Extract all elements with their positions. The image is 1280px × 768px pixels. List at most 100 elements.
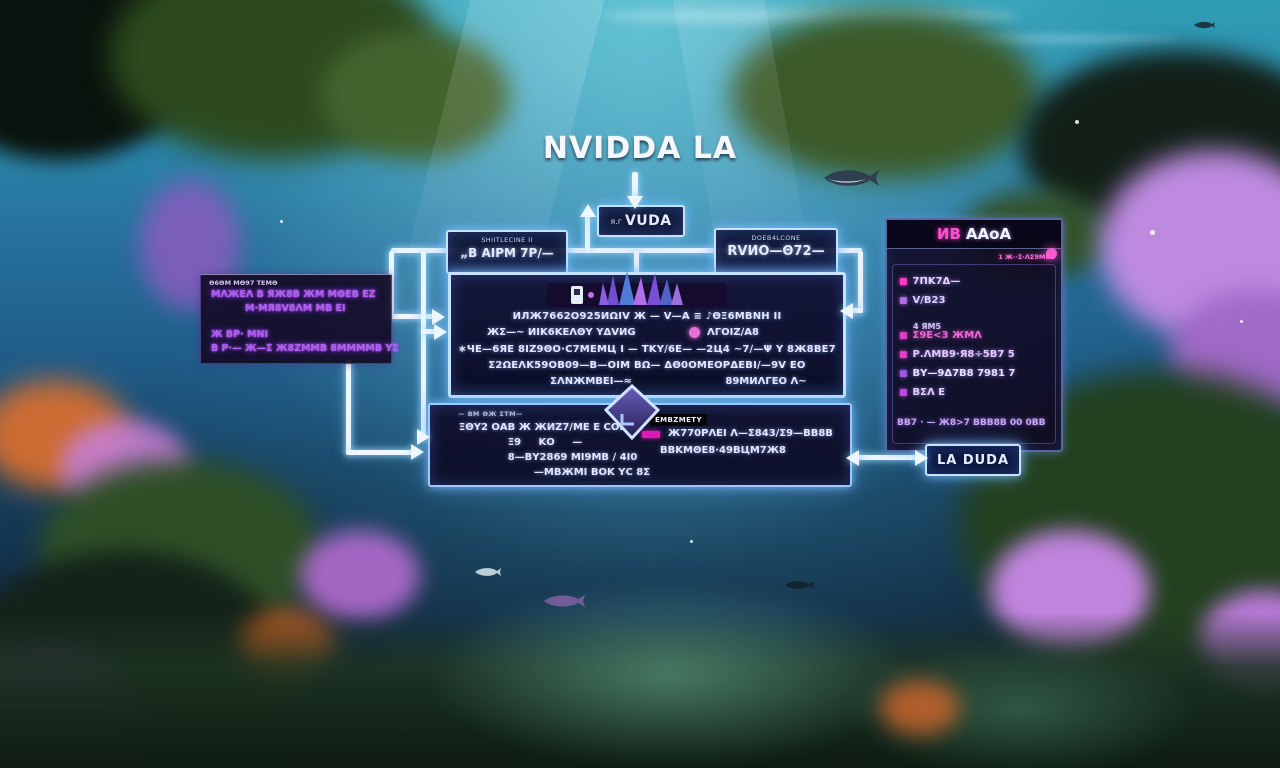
- chip-label: ΕΜΒΖΜΕΤΥ: [650, 414, 707, 426]
- main-line-1: ИЛЖ7662O925ИΩIV Ж — V—А ≡ ♪ΘΞ6ΜΒΝΗ ΙΙ: [512, 311, 782, 322]
- bottom-line-2: Ξ9 ΚΟ —: [507, 437, 583, 448]
- arrowhead-right: [434, 324, 447, 340]
- main-line-4: Σ2ΩΕΛΚ59ΟΒ09—Β—ΟΙΜ ΒΩ— ΔΘ0ΟΜΕΟΡΔΕΒΙ∕—9V …: [488, 360, 806, 371]
- list-item-label: Σ9Ε<3 ЖΜΛ: [912, 330, 982, 341]
- main-line-5-right: 89ΜИΛΓΕΟ Λ∼: [725, 376, 807, 387]
- left-panel-line-3: Ж ΒΡ· ΜΝΙ: [211, 329, 268, 340]
- list-item-label: ΒΣΛ Ε: [912, 387, 946, 398]
- coral-moss: [730, 10, 1040, 180]
- node-bottom: — ΒΜ ΘЖ ΣΤΜ— ΞΘΥ2 ΟΑΒ Ж ЖИΖ7∕ΜΕ Ε COΙ Ξ9…: [428, 403, 852, 487]
- burst-decoration-icon: [547, 271, 727, 307]
- vuda-prefix: я.г: [610, 216, 622, 226]
- bottom-right-line-1: Ж770ΡΛΕΙ Λ—Σ843∕Σ9—ΒΒ8Β: [668, 428, 833, 439]
- left-panel-caption: Θ6ΘΜ ΜΘ97 ΤΕΜΘ: [209, 279, 278, 287]
- fish-icon: [1194, 21, 1215, 29]
- right-panel-inner-border: [892, 264, 1056, 444]
- bottom-line-4: —ΜΒЖΜΙ ΒΟΚ ΥC 8Σ: [533, 467, 651, 478]
- list-item: 4 ЯΜ5: [913, 314, 941, 333]
- vuda-label: VUDA: [624, 213, 672, 229]
- list-item: ■ Ρ.ΛΜΒ9·Я8÷5Β7 5: [899, 349, 1015, 360]
- wire-panel-elbow: [346, 450, 414, 455]
- magenta-bar: [642, 431, 660, 438]
- list-item-label: V∕Β23: [912, 295, 946, 306]
- bullet-icon: ■: [899, 349, 908, 360]
- right-panel-footer: ΒΒ7 · — Ж8>7 ΒΒΒ8Β 00 0ΒΒ: [897, 418, 1046, 428]
- wire-panel-down: [346, 360, 351, 454]
- coral-orange: [880, 680, 960, 735]
- list-item: ■ ΒΣΛ Ε: [899, 387, 945, 398]
- particle: [280, 220, 283, 223]
- node-vuda: я.г VUDA: [597, 205, 685, 237]
- bottom-line-3: 8—ΒΥ2869 ΜΙ9ΜΒ ∕ 4Ι0: [507, 452, 638, 463]
- list-item: ■ 7ΠΚ7Δ—: [899, 276, 960, 287]
- node-top-right-caption: DOEB4LCONE: [751, 234, 801, 242]
- pink-glow-orb: [1046, 248, 1057, 259]
- wire-la-duda: [856, 455, 918, 460]
- list-item: ■ Σ9Ε<3 ЖΜΛ: [899, 330, 982, 341]
- list-item-label: 7ΠΚ7Δ—: [912, 276, 961, 287]
- main-line-5-left: ΣΛΝЖΜΒΕΙ—≈: [550, 376, 632, 387]
- arrowhead-left: [840, 303, 853, 319]
- particle: [690, 540, 693, 543]
- list-item: ■ ΒΥ—9Δ7Β8 7981 7: [899, 368, 1015, 379]
- bullet-icon: ■: [899, 330, 908, 341]
- arrowhead-right: [432, 309, 445, 325]
- node-top-left-caption: SHIITLECINE II: [481, 236, 533, 244]
- particle: [1150, 230, 1155, 235]
- seafloor: [0, 612, 1280, 768]
- right-panel-header-right: AAοA: [965, 225, 1012, 243]
- right-panel-top-label: 1 Ж··Σ·ΛΣ9ΜΒΖ: [998, 253, 1055, 261]
- coral-purple: [300, 530, 420, 620]
- arrowhead-up: [580, 204, 596, 217]
- bottom-right-line-2: ΒΒΚΜΘΕ8·49ΒЦΜ7Ж8: [660, 445, 786, 456]
- arrowhead-left: [846, 450, 859, 466]
- left-panel-line-4: Β Ρ·— Ж—Σ Ж8ΖΜΜΒ 8ΜΜΜΜΒ ΥΣ: [211, 343, 399, 354]
- wire-title-arrow-line: [632, 172, 638, 198]
- node-top-right-label: RVИO—Θ72—: [727, 244, 825, 259]
- bullet-icon: ■: [899, 276, 908, 287]
- list-item-label: ΒΥ—9Δ7Β8 7981 7: [912, 368, 1016, 379]
- main-line-2: ЖΣ—∼ ИΙΚ6ΚΕΛΘΥ ΥΔVИG: [487, 327, 636, 338]
- wire-right-vert: [858, 251, 863, 313]
- bottom-line-1: ΞΘΥ2 ΟΑΒ Ж ЖИΖ7∕ΜΕ Ε COΙ: [458, 422, 624, 433]
- seafloor-caustics: [420, 580, 920, 768]
- right-panel-header-left: ИB: [936, 225, 961, 243]
- page-title: NVIDDA LA: [542, 131, 738, 166]
- bullet-icon: ■: [899, 387, 908, 398]
- node-main: ИЛЖ7662O925ИΩIV Ж — V—А ≡ ♪ΘΞ6ΜΒΝΗ ΙΙ ЖΣ…: [448, 271, 846, 398]
- panel-left: Θ6ΘΜ ΜΘ97 ΤΕΜΘ ΜΛЖΕΛ Β ЯЖ8Β ЖΜ ΜΘΕΒ ΕΖ Μ…: [200, 274, 399, 364]
- main-line-2b: ΛΓOΙΖ∕А8: [707, 327, 759, 338]
- bullet-icon: ■: [899, 295, 908, 306]
- surface-ripple: [880, 34, 1180, 44]
- arrowhead-right: [915, 450, 928, 466]
- particle: [1075, 120, 1079, 124]
- wire-into-main-1: [389, 314, 433, 319]
- panel-right: ИB AAοA 1 Ж··Σ·ΛΣ9ΜΒΖ ■ 7ΠΚ7Δ— ■ V∕Β23 4…: [885, 218, 1063, 452]
- particle: [1240, 320, 1243, 323]
- shield-diamond-icon: [603, 384, 661, 440]
- fish-icon: [475, 568, 501, 576]
- arrowhead-down: [627, 196, 643, 209]
- coral-tree-canopy: [320, 30, 510, 160]
- arrowhead-right: [411, 444, 424, 460]
- right-panel-header: ИB AAοA: [887, 220, 1061, 249]
- list-item-label: 4 ЯΜ5: [913, 322, 942, 331]
- wire-top-horizontal: [391, 248, 862, 253]
- wire-left-vert-b: [421, 251, 426, 437]
- wire-up-arrow-line: [585, 216, 590, 252]
- pink-dot-icon: [689, 327, 700, 338]
- left-panel-line-1: ΜΛЖΕΛ Β ЯЖ8Β ЖΜ ΜΘΕΒ ΕΖ: [211, 289, 376, 300]
- list-item-label: Ρ.ΛΜΒ9·Я8÷5Β7 5: [912, 349, 1015, 360]
- bullet-icon: ■: [899, 368, 908, 379]
- fish-icon: [785, 581, 815, 589]
- fish-icon: [544, 595, 585, 607]
- wire-into-main-right: [848, 308, 863, 313]
- wire-into-main-2: [421, 329, 437, 334]
- arrowhead-right: [417, 429, 430, 445]
- left-panel-line-2: Μ·ΜЯ8V8ΛΜ ΜΒ ΕΙ: [245, 303, 346, 314]
- list-item: ■ V∕Β23: [899, 295, 945, 306]
- node-top-left: SHIITLECINE II „B AIPM 7P/—: [446, 230, 568, 274]
- node-top-right: DOEB4LCONE RVИO—Θ72—: [714, 228, 838, 274]
- fish-icon: [824, 170, 879, 186]
